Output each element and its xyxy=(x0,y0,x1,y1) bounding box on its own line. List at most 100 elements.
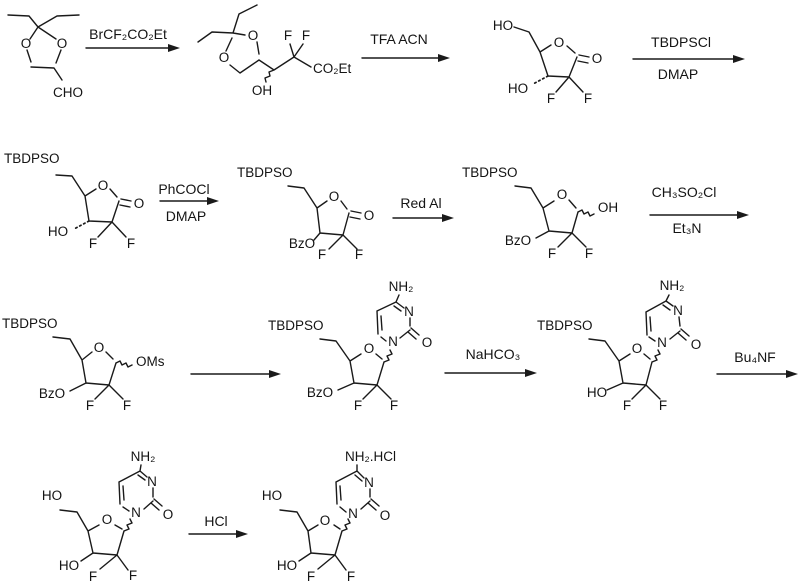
reagent-step9: Bu₄NF xyxy=(734,349,776,365)
arrowhead-icon xyxy=(438,54,450,62)
arrowhead-icon xyxy=(168,44,180,52)
atom-f: F xyxy=(585,246,593,261)
molecule-mesylate: TBDPSO O OMs BzO F F xyxy=(2,316,165,413)
hydroxyl-label: HO xyxy=(508,81,528,96)
molecule-gemcitabine: HO O HO F F NH₂ N N O xyxy=(42,449,173,584)
atom-n: N xyxy=(131,505,141,520)
atom-o: O xyxy=(320,513,331,528)
tbdpso-label: TBDPSO xyxy=(537,318,593,333)
anomeric-oh-label: OH xyxy=(598,200,618,215)
atom-o: O xyxy=(329,189,340,204)
atom-o: O xyxy=(98,178,109,193)
molecule-tbdps-lactone: TBDPSO O O HO F F xyxy=(4,151,144,251)
atom-f: F xyxy=(86,398,94,413)
reagent-step5: Red Al xyxy=(400,195,441,211)
atom-o: O xyxy=(21,36,32,51)
atom-f: F xyxy=(89,569,97,584)
reagent-step6-below: Et₃N xyxy=(672,220,701,236)
arrowhead-icon xyxy=(786,370,798,378)
arrowhead-icon xyxy=(236,530,248,538)
hydroxyl-label: HO xyxy=(48,224,68,239)
atom-f: F xyxy=(129,568,137,583)
amine-label: NH₂ xyxy=(389,279,414,294)
m3-stereo-bond xyxy=(532,75,549,85)
arrowhead-icon xyxy=(737,211,749,219)
aldehyde-label: CHO xyxy=(53,85,83,100)
m1-bonds xyxy=(7,14,80,81)
atom-f: F xyxy=(127,236,135,251)
molecule-difluorolactone-diol: HO O O HO F F xyxy=(493,18,602,106)
atom-n: N xyxy=(348,506,358,521)
hydroxyl-label: HO xyxy=(59,558,79,573)
atom-o: O xyxy=(632,341,643,356)
hydroxyl-label: HO xyxy=(587,385,607,400)
atom-n: N xyxy=(657,335,667,350)
molecule-dioxolane-carbaldehyde: O O CHO xyxy=(7,14,83,100)
benzoyloxy-label: BzO xyxy=(289,236,315,251)
reagent-step4-above: PhCOCl xyxy=(158,181,209,197)
arrow-step-6: CH₃SO₂Cl Et₃N xyxy=(649,184,749,236)
hydroxymethyl-label: HO xyxy=(493,18,513,33)
arrowhead-icon xyxy=(525,369,537,377)
m11-bonds xyxy=(279,464,380,571)
reagent-step8: NaHCO₃ xyxy=(466,346,521,362)
tbdpso-label: TBDPSO xyxy=(268,318,324,333)
tbdpso-label: TBDPSO xyxy=(2,316,58,331)
molecule-dioxolane-difluoroester: O O F F OH CO₂Et xyxy=(197,4,351,98)
atom-n: N xyxy=(388,334,398,349)
atom-f: F xyxy=(89,236,97,251)
hydroxymethyl-label: HO xyxy=(42,488,62,503)
atom-n: N xyxy=(364,475,374,490)
arrow-step-9: Bu₄NF xyxy=(716,349,798,378)
molecule-protected-nucleoside: TBDPSO O BzO F F NH₂ N N O xyxy=(268,279,432,413)
atom-n: N xyxy=(404,304,414,319)
carbonyl-o: O xyxy=(380,508,391,523)
arrow-step-5: Red Al xyxy=(392,195,454,222)
arrow-step-3: TBDPSCl DMAP xyxy=(632,34,745,82)
carbonyl-o: O xyxy=(592,51,603,66)
hydroxyl-label: OH xyxy=(252,83,272,98)
atom-f: F xyxy=(390,398,398,413)
benzoyloxy-label: BzO xyxy=(307,385,333,400)
m2-bonds xyxy=(197,4,312,83)
arrow-step-1: BrCF₂CO₂Et xyxy=(85,26,180,52)
molecule-tbdps-nucleoside: TBDPSO O HO F F NH₂ N N O xyxy=(537,278,701,413)
atom-o: O xyxy=(364,341,375,356)
benzoyloxy-label: BzO xyxy=(505,233,531,248)
ester-label: CO₂Et xyxy=(313,61,351,76)
atom-o: O xyxy=(557,187,568,202)
atom-f: F xyxy=(548,246,556,261)
m4-bonds xyxy=(55,174,132,238)
reagent-step1: BrCF₂CO₂Et xyxy=(89,26,167,42)
m9-bonds xyxy=(588,294,690,400)
tbdpso-label: TBDPSO xyxy=(462,165,518,180)
reagent-step3-above: TBDPSCl xyxy=(651,34,711,50)
hydroxymethyl-label: HO xyxy=(262,488,282,503)
arrowhead-icon xyxy=(442,214,454,222)
arrowhead-icon xyxy=(733,55,745,63)
arrowhead-icon xyxy=(207,197,219,205)
arrow-step-10: HCl xyxy=(188,513,248,538)
tbdpso-label: TBDPSO xyxy=(237,165,293,180)
reagent-step10: HCl xyxy=(204,513,227,529)
amine-label: NH₂ xyxy=(131,449,156,464)
reagent-step4-below: DMAP xyxy=(166,208,206,224)
atom-o: O xyxy=(94,340,105,355)
atom-o: O xyxy=(57,36,68,51)
hydroxyl-label: HO xyxy=(277,558,297,573)
atom-f: F xyxy=(584,91,592,106)
carbonyl-o: O xyxy=(422,335,433,350)
m5-bonds xyxy=(287,185,362,250)
arrow-step-7 xyxy=(190,370,281,378)
amine-label: NH₂ xyxy=(660,278,685,293)
atom-o: O xyxy=(554,35,565,50)
atom-f: F xyxy=(347,569,355,584)
atom-f: F xyxy=(354,398,362,413)
carbonyl-o: O xyxy=(134,196,145,211)
atom-f: F xyxy=(318,247,326,262)
m8-bonds xyxy=(319,294,420,400)
atom-f: F xyxy=(355,247,363,262)
atom-o: O xyxy=(248,28,259,43)
